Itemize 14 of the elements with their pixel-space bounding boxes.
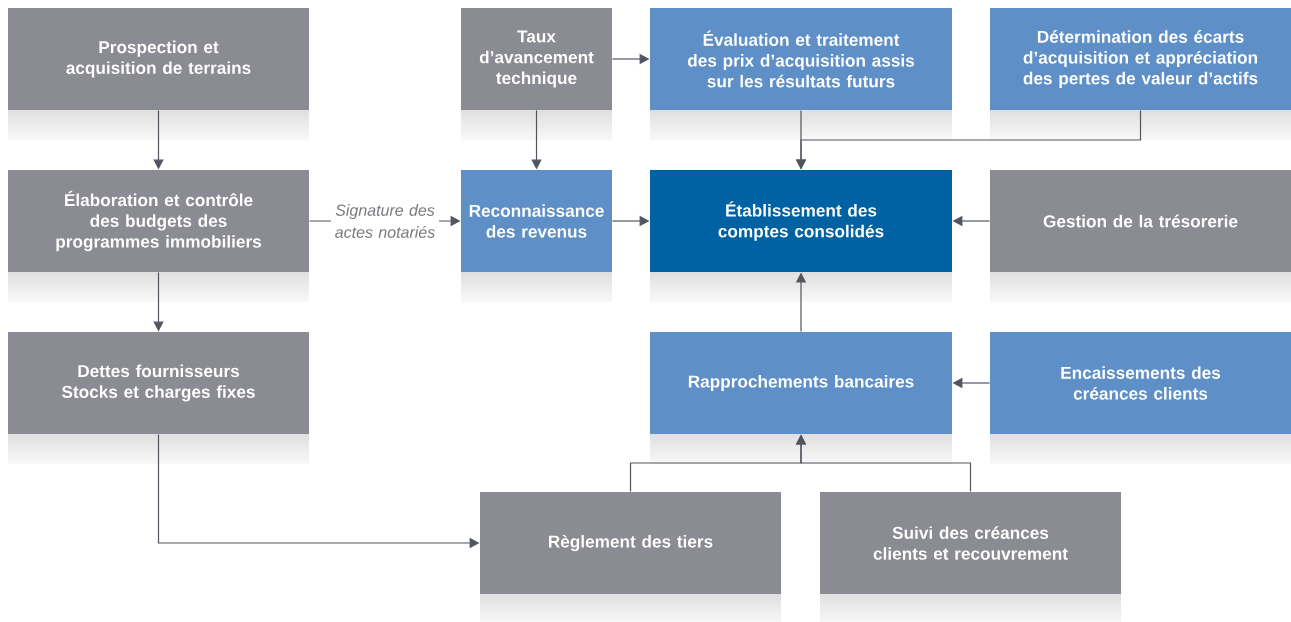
process-box: Élaboration et contrôle des budgets des programmes immobiliers xyxy=(8,170,309,272)
process-box: Règlement des tiers xyxy=(480,492,781,594)
process-box: Gestion de la trésorerie xyxy=(990,170,1291,272)
process-box: Prospection et acquisition de terrains xyxy=(8,8,309,110)
process-box: Évaluation et traitement des prix d’acquisition assis sur les résultats futurs xyxy=(650,8,952,110)
process-box: Encaissements des créances clients xyxy=(990,332,1291,434)
process-box: Taux d’avancement technique xyxy=(461,8,612,110)
process-box: Établissement des comptes consolidés xyxy=(650,170,952,272)
process-box: Détermination des écarts d’acquisition et appréciation des pertes de valeur d’actifs xyxy=(990,8,1291,110)
process-box: Dettes fournisseurs Stocks et charges fixes xyxy=(8,332,309,434)
process-box: Reconnaissance des revenus xyxy=(461,170,612,272)
process-box: Suivi des créances clients et recouvrement xyxy=(820,492,1121,594)
edge-label: Signature des actes notariés xyxy=(331,202,439,240)
process-box: Rapprochements bancaires xyxy=(650,332,952,434)
